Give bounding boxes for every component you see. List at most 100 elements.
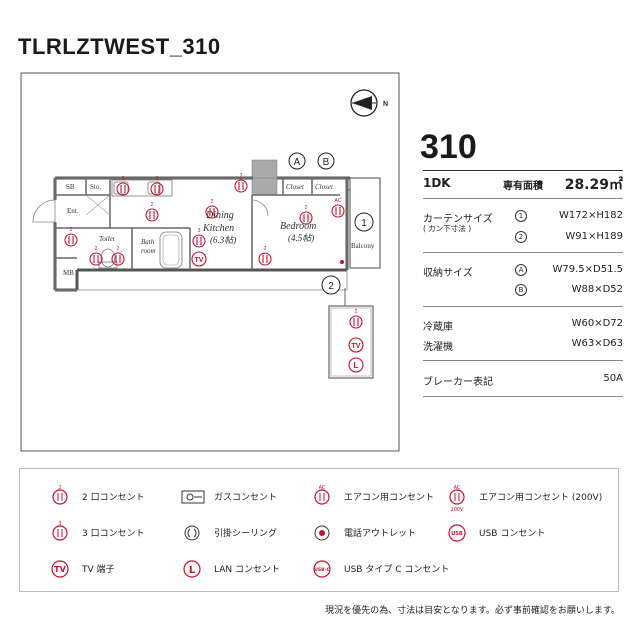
svg-text:2: 2 [151, 202, 154, 208]
storage-value-b: W88×D52 [571, 284, 623, 295]
room-label-dk-1: Dining [205, 210, 234, 221]
marker-1 [354, 212, 374, 232]
svg-text:AC: AC [319, 485, 326, 491]
usb-outlet-icon: USB [448, 524, 466, 542]
svg-text:L: L [189, 565, 196, 576]
room-label-toilet: Toilet [99, 235, 116, 243]
tv-terminal-icon [191, 251, 207, 267]
curtain-value-1: W172×H182 [559, 210, 623, 221]
curtain-mark-2: 2 [515, 231, 527, 243]
svg-text:USB: USB [451, 531, 463, 537]
room-label-bedroom-2: (4.5帖) [288, 233, 314, 243]
outlet-3-icon: 3 [52, 521, 68, 541]
breaker-value: 50A [603, 373, 623, 384]
plan-title: TLRLZTWEST_310 [18, 34, 221, 59]
compass-icon: N [350, 89, 388, 117]
outlet-2-icon [89, 252, 103, 266]
marker-a [288, 152, 306, 170]
room-label-bedroom-1: Bedroom [280, 221, 316, 232]
tv-terminal-icon: TV [51, 560, 69, 578]
outlet-2-icon [116, 182, 130, 196]
outlet-2-icon [234, 179, 248, 193]
washer-value: W63×D63 [571, 338, 623, 349]
room-label-balcony: Balcony [351, 242, 375, 250]
svg-text:2: 2 [122, 176, 125, 182]
svg-text:AC: AC [454, 485, 461, 491]
tv-terminal-icon [348, 337, 364, 353]
lan-outlet-icon [348, 357, 364, 373]
svg-text:2: 2 [58, 485, 61, 491]
room-label-closet-b: Closet [315, 183, 334, 191]
usb-c-outlet-icon: USB-C [313, 560, 331, 578]
fridge-label: 冷蔵庫 [423, 322, 453, 333]
svg-text:AC: AC [335, 198, 342, 204]
svg-text:3: 3 [198, 228, 201, 234]
unit-number: 310 [420, 128, 477, 166]
outlet-2-icon [145, 208, 159, 222]
svg-text:L: L [354, 361, 359, 370]
svg-text:1: 1 [361, 218, 367, 229]
svg-text:TV: TV [352, 343, 361, 350]
svg-text:TV: TV [195, 257, 204, 264]
svg-text:200V: 200V [451, 507, 465, 513]
storage-mark-b: B [515, 284, 527, 296]
room-label-dk-2: Kitchen [202, 223, 234, 234]
curtain-label: カーテンサイズ [423, 214, 493, 225]
svg-text:2: 2 [305, 205, 308, 211]
curtain-mark-1: 1 [515, 210, 527, 222]
svg-text:2: 2 [264, 246, 267, 252]
marker-b [317, 152, 335, 170]
gas-outlet-icon [181, 490, 205, 504]
layout-value: 1DK [423, 176, 451, 190]
outlet-2-icon [64, 233, 78, 247]
svg-text:2: 2 [70, 227, 73, 233]
outlet-2-icon [299, 211, 313, 225]
compass-label: N [383, 101, 388, 108]
room-label-entrance: Ent. [67, 207, 79, 215]
ac-200v-outlet-icon: AC 200V [449, 485, 465, 513]
ac-outlet-icon [331, 204, 345, 218]
outlet-3-icon [192, 234, 206, 248]
area-value: 28.29㎡ [564, 177, 623, 193]
svg-text:TV: TV [54, 565, 66, 574]
svg-text:2: 2 [355, 309, 358, 315]
svg-text:B: B [323, 157, 330, 168]
room-label-mb: MB [63, 269, 74, 277]
washer-label: 洗濯機 [423, 342, 453, 353]
outlet-2-icon: 2 [52, 485, 68, 505]
room-label-storage: Sto. [90, 183, 101, 191]
svg-text:2: 2 [156, 176, 159, 182]
marker-2 [321, 275, 341, 295]
outlet-2-icon [258, 252, 272, 266]
storage-value-a: W79.5×D51.5 [552, 264, 624, 275]
svg-text:2: 2 [328, 281, 334, 292]
outlet-2-icon [349, 315, 363, 329]
fridge-value: W60×D72 [571, 318, 623, 329]
svg-text:A: A [294, 157, 301, 168]
svg-text:2: 2 [211, 199, 214, 205]
breaker-label: ブレーカー表記 [423, 377, 493, 388]
spec-divider [423, 170, 623, 171]
room-label-closet-a: Closet [286, 183, 305, 191]
room-label-bath-2: room [141, 247, 156, 255]
room-label-bath-1: Bath [141, 238, 155, 246]
room-label-dk-3: (6.3帖) [210, 235, 236, 245]
curtain-value-2: W91×H189 [565, 231, 623, 242]
svg-text:2: 2 [117, 246, 120, 252]
storage-label: 収納サイズ [423, 268, 473, 279]
svg-text:2: 2 [240, 173, 243, 179]
ceiling-hook-icon [184, 525, 200, 541]
svg-text:USB-C: USB-C [314, 567, 330, 573]
outlet-2-icon [150, 182, 164, 196]
room-label-sb: SB [66, 183, 75, 191]
curtain-sub: ( カン下寸法 ) [423, 224, 472, 233]
svg-text:3: 3 [58, 521, 61, 527]
lan-outlet-icon: L [183, 560, 201, 578]
outlet-2-icon [205, 205, 219, 219]
footer-note: 現況を優先の為、寸法は目安となります。必ず事前確認をお願いします。 [325, 606, 620, 616]
ac-outlet-icon: AC [314, 485, 330, 505]
floor-plan: N [20, 72, 400, 452]
outlet-2-icon [111, 252, 125, 266]
structural-column [251, 159, 278, 196]
